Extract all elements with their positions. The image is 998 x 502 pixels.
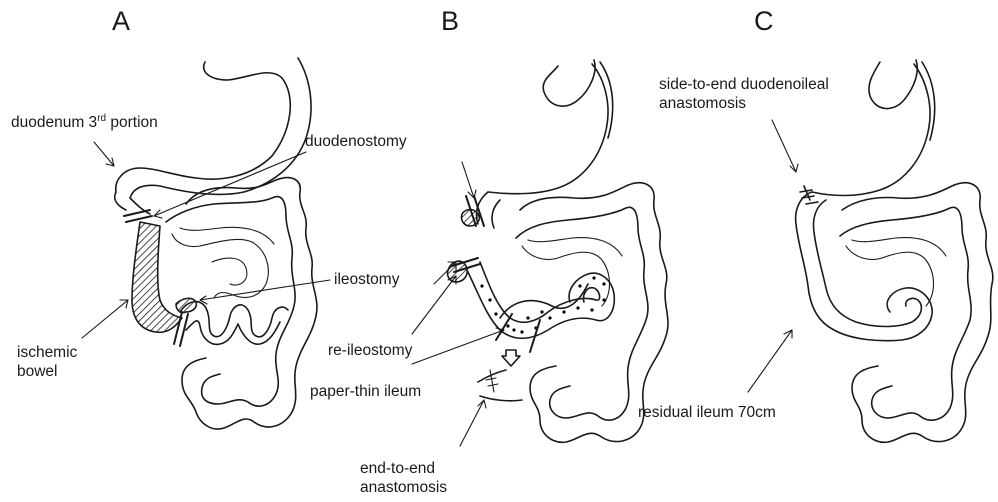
small-bowel-b	[522, 238, 622, 306]
residual-ileum-c	[796, 192, 933, 341]
label-anastomosis-b: anastomosis	[360, 478, 447, 497]
panel-label-a: A	[112, 6, 130, 36]
label-re-ileostomy: re-ileostomy	[328, 341, 412, 360]
label-end-to-end: end-to-end	[360, 459, 435, 478]
colon-c	[840, 183, 993, 442]
anastomosis-sutures-c	[800, 186, 818, 204]
panel-c-drawing	[748, 60, 993, 442]
small-bowel-a	[172, 227, 274, 298]
label-ileostomy: ileostomy	[334, 270, 399, 289]
label-duodenostomy: duodenostomy	[305, 132, 407, 151]
stomach-c	[812, 60, 935, 196]
ileum-loops-a	[180, 302, 288, 345]
label-anastomosis-c: anastomosis	[659, 94, 746, 113]
label-bowel: bowel	[17, 362, 58, 381]
label-residual-ileum: residual ileum 70cm	[638, 403, 776, 422]
label-ischemic: ischemic	[17, 343, 77, 362]
label-duodenum-third-portion: duodenum 3rd portion	[11, 113, 158, 132]
distal-ileum-b	[478, 370, 522, 401]
label-side-to-end: side-to-end duodenoileal	[659, 75, 829, 94]
duodenum-b	[476, 192, 500, 228]
direction-arrow-b	[502, 350, 520, 366]
label-paper-thin-ileum: paper-thin ileum	[310, 382, 421, 401]
panel-b-drawing	[412, 60, 668, 446]
panel-label-c: C	[754, 6, 774, 36]
stomach-b	[488, 60, 613, 194]
panel-label-b: B	[441, 6, 459, 36]
paper-thin-ileum-b2	[500, 284, 588, 318]
ischemic-segment-a2	[176, 298, 196, 312]
small-bowel-c	[846, 238, 946, 306]
paper-thin-ileum-b	[466, 262, 614, 338]
